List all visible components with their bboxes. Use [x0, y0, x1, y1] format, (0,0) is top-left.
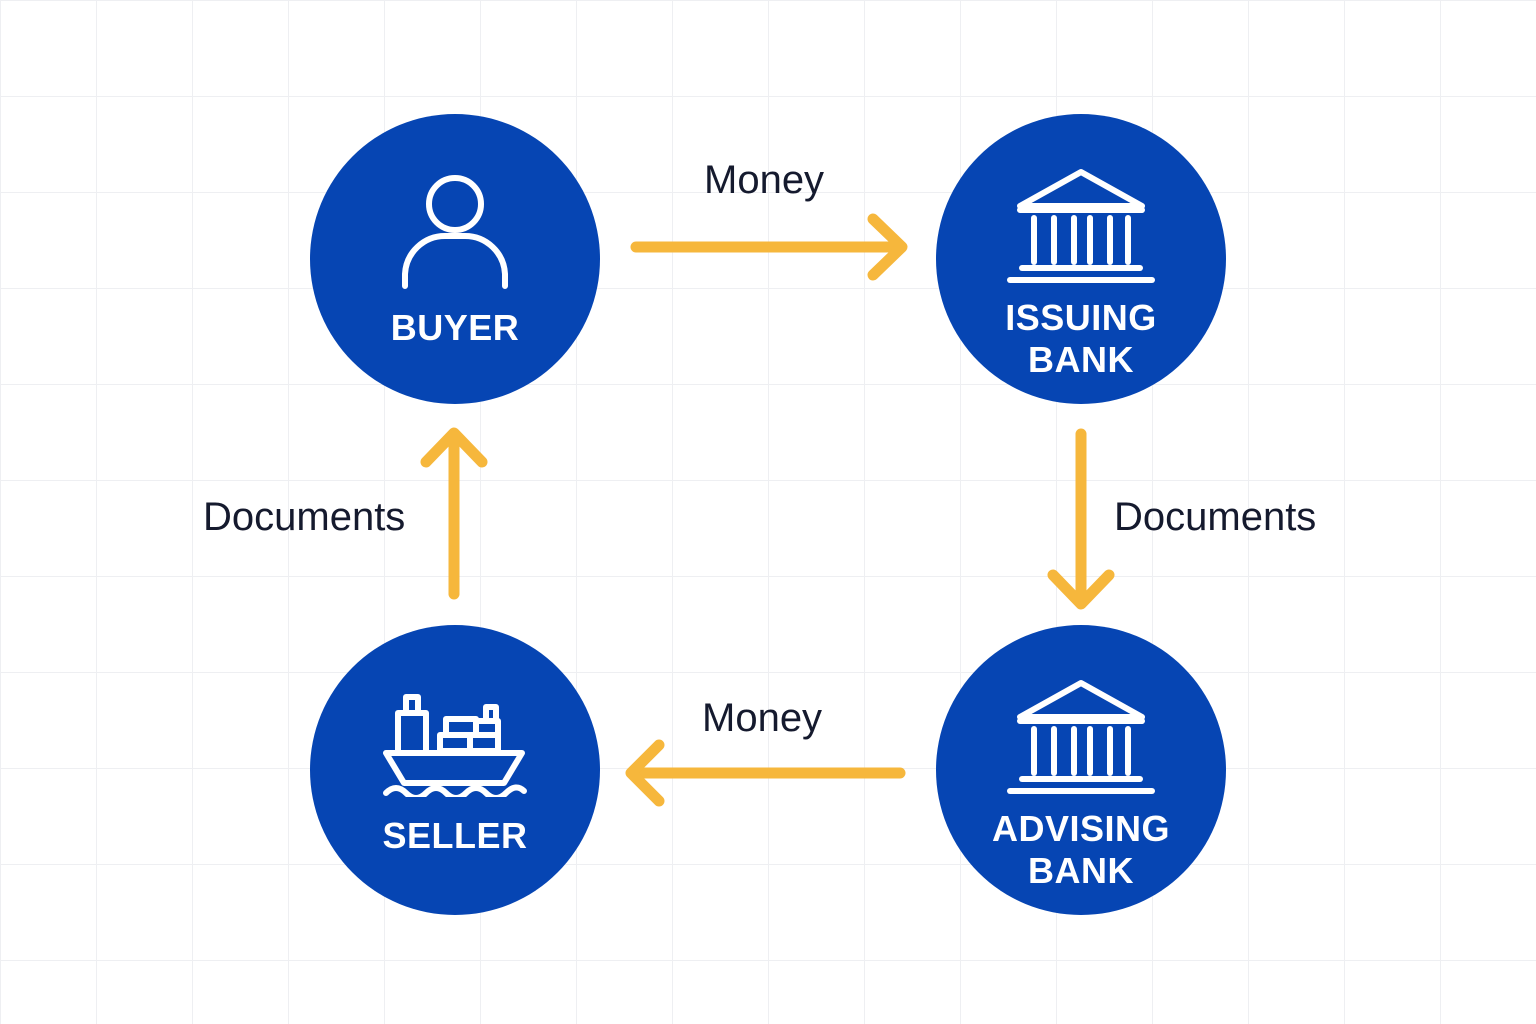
arrow-advising-bank-to-seller [625, 739, 906, 807]
edge-label-money-advising-to-seller: Money [702, 696, 823, 740]
cargo-ship-icon [383, 694, 527, 797]
issuing-bank-label: ISSUING BANK [1005, 297, 1157, 380]
buyer-label: BUYER [390, 307, 520, 348]
bank-icon [1007, 680, 1155, 794]
arrow-seller-to-buyer [420, 427, 488, 600]
advising-bank-node: ADVISING BANK [936, 625, 1226, 915]
seller-node: SELLER [310, 625, 600, 915]
bank-icon [1007, 169, 1155, 283]
edge-label-documents-issuing-to-advising: Documents [1114, 495, 1317, 539]
arrow-buyer-to-issuing-bank [630, 213, 908, 281]
advising-bank-label: ADVISING BANK [991, 808, 1171, 891]
arrow-issuing-to-advising-bank [1047, 428, 1115, 610]
edge-label-money-buyer-to-issuing: Money [704, 158, 825, 202]
edge-label-documents-seller-to-buyer: Documents [203, 495, 406, 539]
buyer-node: BUYER [310, 114, 600, 404]
issuing-bank-node: ISSUING BANK [936, 114, 1226, 404]
seller-label: SELLER [382, 815, 528, 856]
person-icon [402, 175, 508, 289]
